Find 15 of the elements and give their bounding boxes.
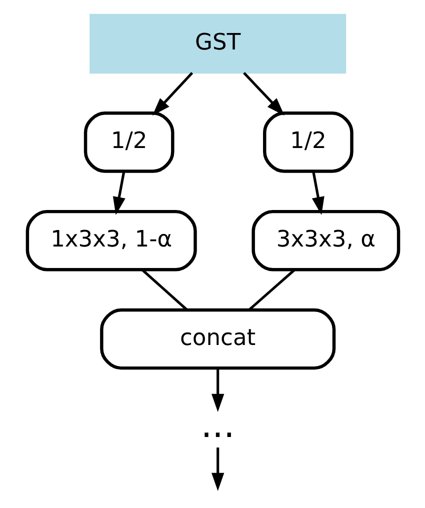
- arrow: [152, 72, 193, 116]
- connector: [140, 268, 188, 311]
- node-box: 1/2: [262, 112, 353, 173]
- node-text: ...: [200, 404, 234, 446]
- arrow: [211, 368, 224, 412]
- arrow: [311, 171, 324, 216]
- node-box: GST: [89, 14, 346, 74]
- node-box: 1x3x3, 1-α: [25, 210, 196, 272]
- node-box: concat: [100, 308, 336, 370]
- arrow: [242, 72, 284, 116]
- node-box: 3x3x3, α: [251, 210, 400, 272]
- node-box: 1/2: [83, 112, 174, 173]
- connector: [248, 268, 296, 311]
- arrow: [211, 448, 224, 492]
- arrow: [112, 171, 125, 216]
